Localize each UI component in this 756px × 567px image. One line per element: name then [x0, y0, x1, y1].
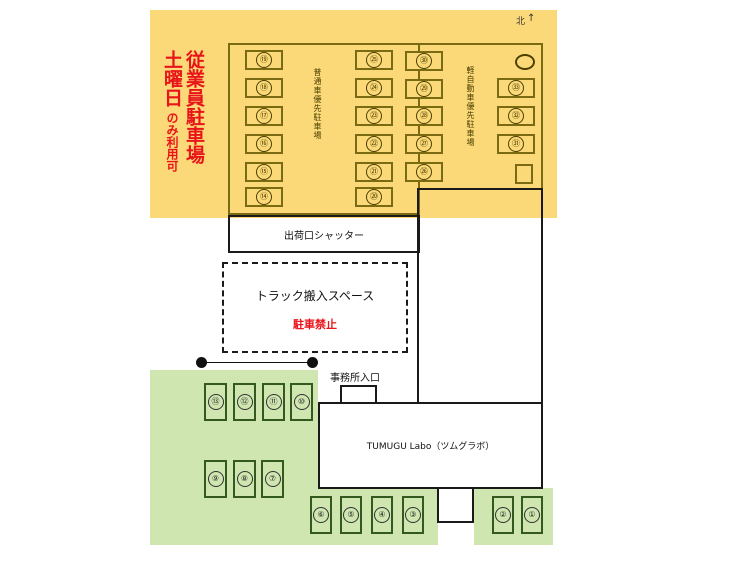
truck-space-label: トラック搬入スペース [255, 289, 375, 303]
north-label: 北 [516, 17, 526, 27]
parking-slot-12: ⑫ [233, 383, 256, 421]
parking-slot-20: ⑳ [355, 187, 393, 207]
employee-parking-title: 従業員駐車場 [183, 50, 205, 164]
building-wall-left [417, 190, 419, 403]
parking-slot-6: ⑥ [310, 496, 332, 534]
parking-slot-3: ③ [402, 496, 424, 534]
circle-marker-icon [515, 54, 535, 70]
shipping-shutter: 出荷口シャッター [228, 215, 420, 253]
parking-slot-22: ㉒ [355, 134, 393, 154]
saturday-label: 土曜日 [161, 50, 183, 107]
no-parking-label: 駐車禁止 [293, 318, 337, 331]
building-wall-right [541, 188, 543, 403]
parking-slot-7: ⑦ [261, 460, 284, 498]
parking-slot-9: ⑨ [204, 460, 227, 498]
parking-slot-15: ⑮ [245, 162, 283, 182]
parking-slot-8: ⑧ [233, 460, 256, 498]
parking-slot-1: ① [521, 496, 543, 534]
parking-slot-2: ② [492, 496, 514, 534]
truck-loading-space [222, 262, 408, 353]
parking-slot-14: ⑭ [245, 187, 283, 207]
barrier-chain [202, 362, 312, 363]
parking-slot-17: ⑰ [245, 106, 283, 126]
parking-slot-11: ⑪ [262, 383, 285, 421]
parking-slot-18: ⑱ [245, 78, 283, 98]
parking-slot-19: ⑲ [245, 50, 283, 70]
parking-slot-31: ㉛ [497, 134, 535, 154]
parking-slot-30: ㉚ [405, 51, 443, 71]
parking-slot-25: ㉕ [355, 50, 393, 70]
barrier-post-right [307, 357, 318, 368]
regular-car-area-label: 普通車優先駐車場 [313, 68, 322, 140]
building-wall-top [417, 188, 543, 190]
parking-slot-23: ㉓ [355, 106, 393, 126]
parking-slot-27: ㉗ [405, 134, 443, 154]
shutter-label: 出荷口シャッター [284, 230, 364, 242]
parking-slot-4: ④ [371, 496, 393, 534]
parking-slot-16: ⑯ [245, 134, 283, 154]
parking-slot-32: ㉜ [497, 106, 535, 126]
building-label: TUMUGU Labo（ツムグラボ） [366, 442, 495, 452]
saturday-only-label: のみ利用可 [165, 112, 179, 172]
building-annex [437, 487, 474, 523]
parking-slot-26: ㉖ [405, 162, 443, 182]
parking-slot-29: ㉙ [405, 79, 443, 99]
barrier-post-left [196, 357, 207, 368]
parking-slot-33: ㉝ [497, 78, 535, 98]
parking-slot-5: ⑤ [340, 496, 362, 534]
parking-slot-21: ㉑ [355, 162, 393, 182]
parking-slot-13: ⑬ [204, 383, 227, 421]
parking-slot-10: ⑩ [290, 383, 313, 421]
parking-slot-24: ㉔ [355, 78, 393, 98]
north-arrow-icon: ↑ [527, 13, 536, 24]
tumugu-labo-building: TUMUGU Labo（ツムグラボ） [318, 402, 543, 489]
office-entrance-label: 事務所入口 [330, 373, 380, 384]
small-square-marker [515, 164, 533, 184]
parking-slot-28: ㉘ [405, 106, 443, 126]
kei-car-area-label: 軽自動車優先駐車場 [466, 66, 475, 147]
